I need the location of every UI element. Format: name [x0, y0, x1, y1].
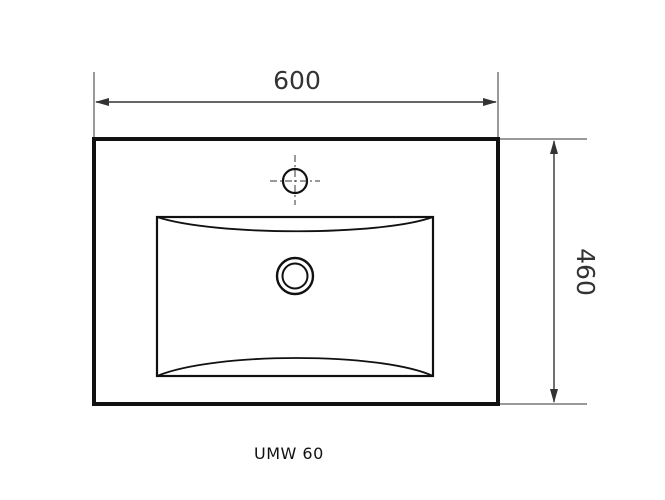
model-caption: UMW 60 [254, 444, 324, 463]
bowl-outline [155, 215, 435, 378]
drain-inner-circle [281, 262, 309, 290]
bowl-bottom-curve [156, 357, 434, 377]
width-dimension: 600 [93, 66, 499, 138]
basin-bowl [155, 215, 435, 378]
width-label: 600 [273, 66, 321, 95]
height-label: 460 [571, 248, 600, 296]
drain [275, 256, 315, 296]
tap-hole [270, 155, 320, 205]
basin-outline [92, 137, 500, 406]
bowl-top-curve [156, 216, 434, 233]
drain-outer-circle [275, 256, 315, 296]
height-dimension: 460 [500, 138, 600, 405]
